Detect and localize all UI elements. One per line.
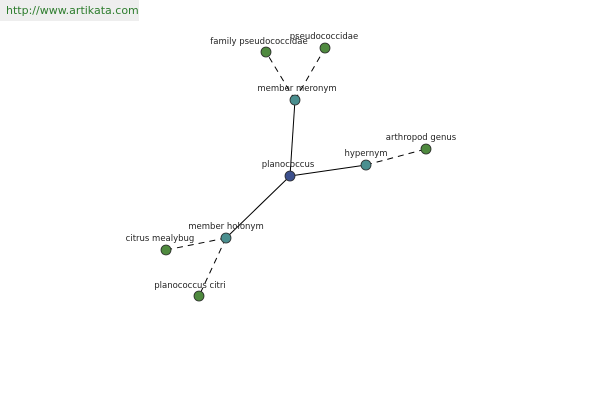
node-circle-citrus-mealybug[interactable] bbox=[160, 244, 172, 256]
node-circle-planococcus[interactable] bbox=[284, 170, 296, 182]
node-label-planococcus-citri: planococcus citri bbox=[154, 281, 226, 291]
node-label-planococcus: planococcus bbox=[262, 160, 315, 170]
node-label-arthropod-genus: arthropod genus bbox=[386, 133, 457, 143]
node-circle-member-meronym[interactable] bbox=[289, 94, 301, 106]
node-circle-family-pseudococcidae[interactable] bbox=[260, 46, 272, 58]
node-circle-hypernym[interactable] bbox=[360, 159, 372, 171]
node-pseudococcidae[interactable]: pseudococcidae bbox=[290, 32, 358, 54]
node-circle-arthropod-genus[interactable] bbox=[420, 143, 432, 155]
node-label-pseudococcidae: pseudococcidae bbox=[290, 32, 358, 42]
node-member-meronym[interactable]: member meronym bbox=[257, 84, 337, 106]
node-label-hypernym: hypernym bbox=[344, 149, 387, 159]
node-family-pseudococcidae[interactable]: family pseudococcidae bbox=[210, 37, 308, 58]
node-planococcus-citri[interactable]: planococcus citri bbox=[154, 281, 226, 302]
node-circle-member-holonym[interactable] bbox=[220, 232, 232, 244]
edges-layer bbox=[165, 47, 427, 297]
node-circle-planococcus-citri[interactable] bbox=[193, 290, 205, 302]
node-label-member-holonym: member holonym bbox=[188, 222, 263, 232]
node-citrus-mealybug[interactable]: citrus mealybug bbox=[126, 234, 195, 256]
watermark-url: http://www.artikata.com bbox=[0, 0, 139, 21]
edge-planococcus-to-hypernym bbox=[289, 164, 367, 177]
node-label-family-pseudococcidae: family pseudococcidae bbox=[210, 37, 307, 47]
edge-member-meronym-to-family-pseudococcidae bbox=[265, 51, 296, 101]
node-planococcus[interactable]: planococcus bbox=[262, 160, 315, 182]
node-label-member-meronym: member meronym bbox=[257, 84, 336, 94]
edge-planococcus-to-member-meronym bbox=[289, 99, 296, 177]
node-circle-pseudococcidae[interactable] bbox=[319, 42, 331, 54]
node-label-citrus-mealybug: citrus mealybug bbox=[126, 234, 195, 244]
edge-planococcus-to-member-holonym bbox=[225, 175, 291, 239]
node-member-holonym[interactable]: member holonym bbox=[188, 222, 264, 244]
node-hypernym[interactable]: hypernym bbox=[344, 149, 388, 171]
nodes-layer: planococcus member meronym hypernym member … bbox=[126, 32, 457, 302]
node-arthropod-genus[interactable]: arthropod genus bbox=[386, 133, 457, 155]
